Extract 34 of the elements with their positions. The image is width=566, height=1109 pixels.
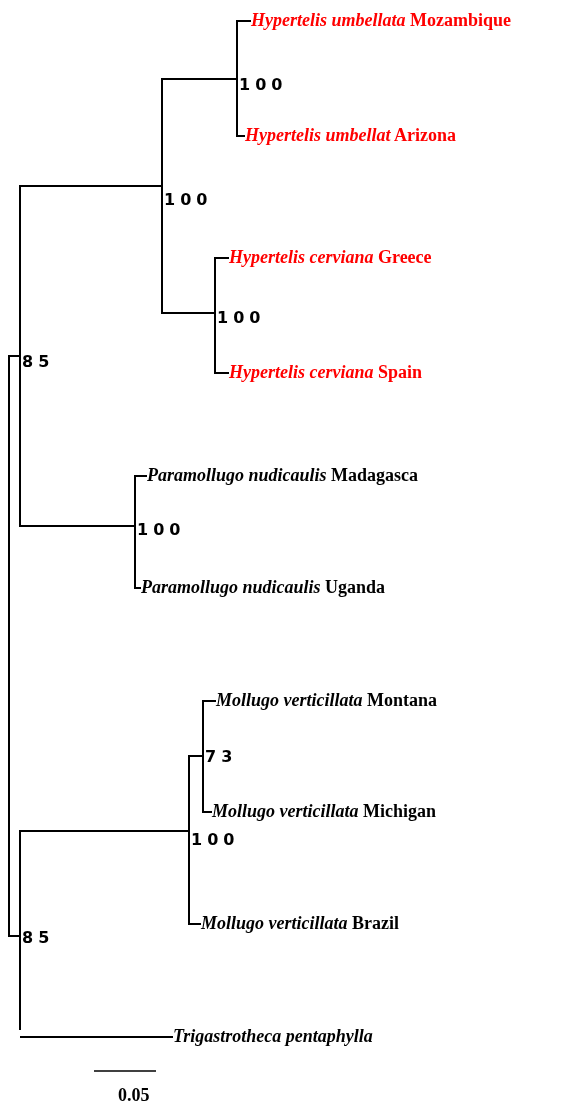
taxon-label: Trigastrotheca pentaphylla [173,1025,373,1047]
taxon-label: Hypertelis cerviana Greece [229,246,432,268]
tree-branch [19,185,162,187]
bootstrap-value: 100 [137,521,186,539]
taxon-label: Mollugo verticillata Michigan [212,800,436,822]
tree-branch [19,830,189,832]
taxon-label: Paramollugo nudicaulis Uganda [141,576,386,598]
tree-branch [188,923,202,925]
bootstrap-value: 100 [239,76,288,94]
tree-branch [8,355,20,357]
tree-branch [8,935,20,937]
scale-label: 0.05 [118,1085,150,1106]
bootstrap-value: 100 [217,309,266,327]
tree-branch [202,700,217,702]
tree-branch [188,755,203,757]
bootstrap-value: 73 [205,748,238,766]
bootstrap-value: 85 [22,353,55,371]
bootstrap-value: 100 [191,831,240,849]
taxon-label: Mollugo verticillata Montana [216,689,437,711]
tree-branch [134,475,148,477]
taxon-label: Hypertelis cerviana Spain [229,361,422,383]
tree-branch [214,372,230,374]
tree-branch [236,20,252,22]
tree-branch [161,312,215,314]
tree-branch [19,1036,174,1038]
bootstrap-value: 100 [164,191,213,209]
taxon-label: Hypertelis umbellata Mozambique [251,9,511,31]
taxon-label: Hypertelis umbellat Arizona [245,124,456,146]
tree-branch [161,78,237,80]
tree-branch [19,525,135,527]
tree-branch [214,257,230,259]
bootstrap-value: 85 [22,929,55,947]
taxon-label: Paramollugo nudicaulis Madagasca [147,464,419,486]
taxon-label: Mollugo verticillata Brazil [201,912,399,934]
